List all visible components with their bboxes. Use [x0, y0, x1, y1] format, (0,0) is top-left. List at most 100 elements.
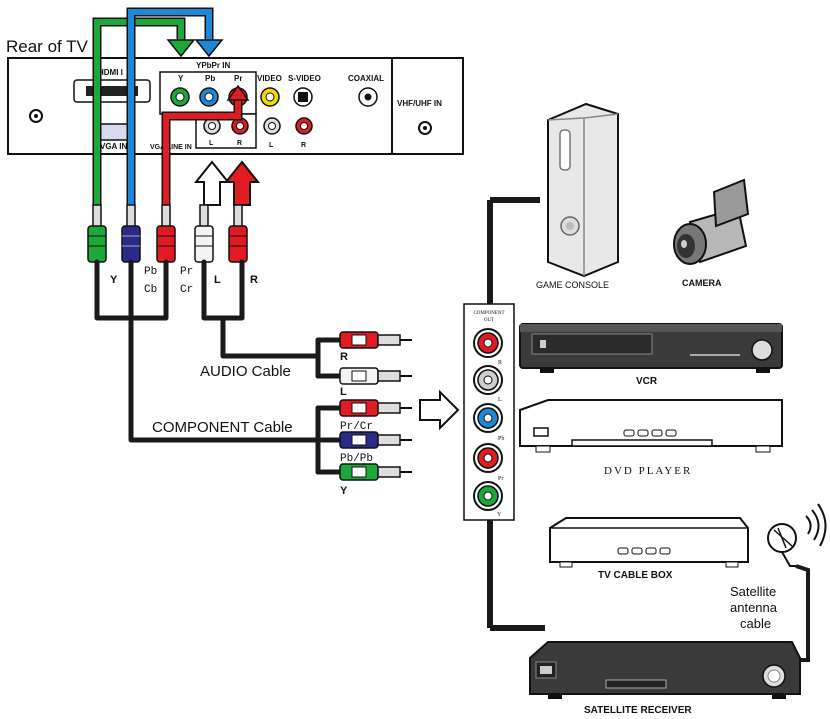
component-out-title: COMPONENT: [473, 311, 504, 316]
tv-side-plugs: Y Pb Cb Pr Cr L R: [87, 204, 258, 296]
panel-jack-pb: Pb: [473, 403, 504, 442]
vcr-icon: [519, 323, 783, 373]
pb-jack-label: Pb: [205, 74, 215, 83]
dvd-foot-right: [755, 445, 771, 453]
pb-jack-center: [204, 92, 214, 102]
connect-arrow-icon: [419, 389, 460, 431]
audio-l-jack-center: [208, 122, 216, 130]
video-audio-l-jack-center: [268, 122, 276, 130]
dvd-tray: [571, 439, 713, 447]
dish-stand: [781, 551, 796, 567]
component-pr-plug-label: Pr/Cr: [340, 421, 373, 433]
pr-wire: [163, 98, 241, 210]
audio-cable: [220, 315, 321, 359]
dvd-button-3: [651, 429, 663, 437]
screw-center: [34, 114, 38, 118]
pb-plug: [121, 204, 141, 263]
dvd-player-label: DVD PLAYER: [604, 465, 692, 477]
audio-r-plug-tip: [377, 334, 401, 346]
pr-plug: [156, 204, 176, 263]
y-jack-center: [175, 92, 185, 102]
plug-cb-label: Cb: [144, 284, 157, 296]
component-pb-plug-window: [351, 434, 367, 446]
audio-l-plug-label: L: [340, 386, 347, 398]
video-audio-r-jack-center: [300, 122, 308, 130]
component-pr-plug: [339, 399, 412, 417]
satellite-receiver-foot-left: [548, 694, 562, 699]
vcr-tape-slot: [531, 333, 653, 355]
r-plug-tip: [233, 204, 243, 228]
r-plug-body: [228, 225, 248, 263]
dish-arm-1: [773, 529, 793, 547]
ypbpr-label: YPbPr IN: [196, 61, 230, 70]
video-label: VIDEO: [257, 74, 282, 83]
audio-r-arrow-icon: [223, 160, 261, 206]
vga-in-label: VGA IN: [100, 142, 127, 151]
game-console-icon: [547, 102, 619, 278]
audio-r-plug-label: R: [340, 351, 348, 363]
component-pb-plug-label: Pb/Pb: [340, 453, 373, 465]
y-arrow-icon: [166, 39, 196, 58]
component-out-subtitle: OUT: [484, 318, 494, 323]
panel-jack-l: L: [473, 365, 503, 403]
signal-wave-3: [817, 503, 827, 547]
dvd-foot-left: [535, 445, 551, 453]
audio-r-jack-center: [236, 122, 244, 130]
main-cables: [94, 259, 343, 475]
panel-jack-y-center: [483, 491, 493, 501]
video-jack-center: [265, 92, 275, 102]
l-plug-tip: [199, 204, 209, 228]
dvd-button-2: [637, 429, 649, 437]
plug-pb-label: Pb: [144, 266, 157, 278]
l-plug: [194, 204, 214, 263]
feed-wires: [92, 7, 261, 210]
panel-jack-y: Y: [473, 481, 503, 518]
camera-label: CAMERA: [682, 278, 722, 288]
satellite-receiver-icon: [529, 641, 801, 699]
y-wire: [94, 19, 184, 210]
panel-jack-r-center: [483, 338, 493, 348]
panel-jack-pr-label: Pr: [498, 476, 503, 482]
satellite-dish-icon: [767, 503, 827, 567]
component-y-plug-tip: [377, 466, 401, 478]
plug-y-label: Y: [110, 274, 118, 286]
antenna-label-line3: cable: [740, 616, 771, 631]
component-y-plug-label: Y: [340, 485, 348, 497]
vcr-foot-left: [540, 368, 554, 373]
dvd-button-1: [623, 429, 635, 437]
pb-arrow-icon: [194, 39, 224, 58]
component-y-plug: [339, 463, 412, 481]
audio-l-plug: [339, 367, 412, 385]
audio-l-plug-tip: [377, 370, 401, 382]
satellite-receiver-foot-right: [772, 694, 786, 699]
antenna-cable: [795, 564, 810, 662]
panel-jack-r: R: [473, 328, 503, 366]
y-jack-label: Y: [178, 74, 184, 83]
camera-icon: [673, 178, 750, 265]
panel-jack-r-label: R: [498, 360, 502, 366]
game-console-top-edge: [547, 113, 619, 121]
signal-wave-1: [805, 515, 812, 535]
component-cable: [128, 315, 321, 443]
vcr-top: [520, 324, 782, 332]
vga-line-in-label: VGA LINE IN: [150, 144, 192, 151]
cable-end-plugs: R L Pr/Cr Pb/Pb: [339, 331, 412, 497]
pb-wire: [128, 9, 212, 210]
panel-jack-l-center: [483, 375, 493, 385]
l-plug-body: [194, 225, 214, 263]
y-plug-body: [87, 225, 107, 263]
vcr-knob: [751, 339, 773, 361]
pr-arrow-icon: [226, 84, 250, 101]
panel-jack-pr-center: [483, 453, 493, 463]
component-pb-plug: [339, 431, 412, 449]
component-cable-label: COMPONENT Cable: [152, 419, 293, 436]
svideo-label: S-VIDEO: [288, 74, 321, 83]
panel-jack-y-label: Y: [497, 512, 502, 518]
satellite-receiver-body: [529, 641, 801, 695]
dvd-body: [519, 399, 783, 447]
audio-r-label: R: [237, 140, 242, 147]
component-pb-plug-tip: [377, 434, 401, 446]
component-y-plug-window: [351, 466, 367, 478]
audio-l-label: L: [209, 140, 214, 147]
